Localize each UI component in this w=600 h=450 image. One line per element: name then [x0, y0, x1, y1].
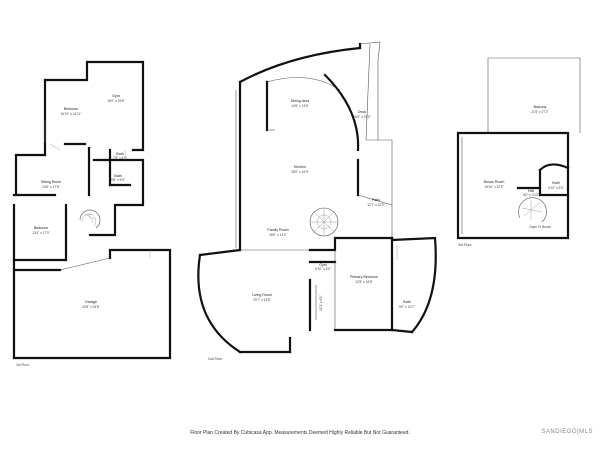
room-garage-dims: 33'8" x 26'6" [82, 305, 99, 309]
third-floor-label: 3rd Floor [458, 243, 472, 247]
room-bath-2-name: Bath [403, 300, 410, 304]
room-bedroom-1-name: Bedroom [64, 107, 79, 111]
room-bath-3-name: Bath [552, 181, 559, 185]
room-bath-2-dims: 9'0" x 10'7" [399, 305, 415, 309]
room-garage-name: Garage [85, 300, 97, 304]
room-gym-1-name: Gym [112, 94, 120, 98]
second-floor-label: 2nd Floor [208, 357, 223, 361]
room-patio-name: Patio [372, 198, 380, 202]
mls-logo: SANDIEGO|MLS [541, 429, 593, 435]
third-floor-plan: Balcony 21'5" x 27'2" Bonus Room 18'10" … [456, 57, 581, 247]
room-family-room-name: Family Room [267, 228, 288, 232]
room-closet-dims: 12'1" x 6'1" [319, 295, 323, 311]
room-deck-name: Deck [358, 110, 366, 114]
room-sitting-room-dims: 24'6" x 17'8" [42, 185, 59, 189]
first-floor-label: 1st Floor [16, 363, 30, 367]
room-primary-bedroom-name: Primary Bedroom [350, 275, 378, 279]
room-bath-1a-name: Bath [116, 152, 123, 156]
room-bonus-room-dims: 18'10" x 22'9" [484, 185, 503, 189]
room-balcony-dims: 21'5" x 27'2" [531, 110, 548, 114]
room-bath-3-dims: 5'10" x 6'0" [548, 186, 564, 190]
room-primary-bedroom-dims: 12'8" x 16'8" [355, 280, 372, 284]
room-patio-dims: 12'7" x 22'3" [367, 203, 384, 207]
second-floor-plan: Dining Area 14'8" x 13'6" Deck 16'5" x 2… [197, 41, 437, 361]
room-gym-1-dims: 16'0" x 15'6" [107, 99, 124, 103]
room-hall-dims: 8'0" x 3'10" [523, 193, 539, 197]
room-gym-2-dims: 6'10" x 6'0" [315, 267, 331, 271]
room-dining-area-dims: 14'8" x 13'6" [291, 104, 308, 108]
room-dining-area-name: Dining Area [291, 99, 310, 103]
room-bath-1b-dims: 5'8" x 6'5" [111, 178, 125, 182]
floor-plan-disclaimer: Floor Plan Created By Cubicasa App. Meas… [190, 430, 410, 436]
room-bath-1a-dims: 7'6" x 4'1" [113, 156, 127, 160]
room-balcony-name: Balcony [534, 105, 547, 109]
room-open-to-below-label: Open To Below [529, 225, 551, 229]
room-gym-2-name: Gym [319, 263, 327, 267]
room-sitting-room-name: Sitting Room [41, 180, 62, 184]
room-bedroom-1-dims: 16'10" x 14'11" [61, 112, 82, 116]
room-living-room-name: Living Room [252, 293, 272, 297]
room-bedroom-2-dims: 13'4" x 17'0" [32, 231, 49, 235]
room-family-room-dims: 28'0" x 14'0" [269, 233, 286, 237]
first-floor-plan: Bedroom 16'10" x 14'11" Gym 16'0" x 15'6… [12, 60, 172, 367]
room-hall-name: Hall [528, 189, 534, 193]
room-bath-1b-name: Bath [114, 174, 121, 178]
room-deck-dims: 16'5" x 29'0" [353, 115, 370, 119]
room-kitchen-name: Kitchen [294, 165, 306, 169]
room-bedroom-2-name: Bedroom [34, 226, 49, 230]
room-bonus-room-name: Bonus Room [484, 180, 505, 184]
room-kitchen-dims: 28'0" x 16'9" [291, 170, 308, 174]
room-living-room-dims: 29'7" x 22'8" [253, 298, 270, 302]
